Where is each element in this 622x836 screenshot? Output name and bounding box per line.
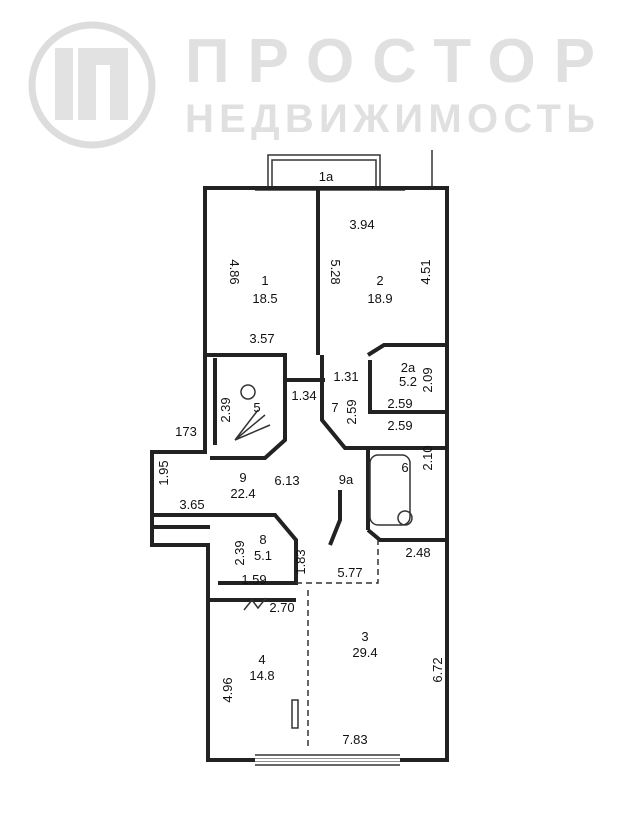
- room-4-dim: 2.70: [269, 600, 294, 615]
- room-9-dim: 1.95: [156, 460, 171, 485]
- room-3-dim: 5.77: [337, 565, 362, 580]
- watermark-logo: [28, 21, 156, 149]
- room-2a-dim: 2.09: [420, 367, 435, 392]
- interior-walls: [152, 188, 447, 750]
- window-bottom: [255, 754, 400, 766]
- room-9-dim: 6.13: [274, 473, 299, 488]
- room-5-dim: 1.34: [291, 388, 316, 403]
- room-6-number: 6: [401, 460, 408, 475]
- room-5-dim: 2.39: [218, 397, 233, 422]
- room-2-dim: 5.28: [328, 259, 343, 284]
- room-3-area: 29.4: [352, 645, 377, 660]
- room-4-dim: 4.96: [220, 677, 235, 702]
- watermark-line1: ПРОСТОР: [185, 27, 595, 96]
- balcony-number: 1a: [319, 169, 334, 184]
- room-3-dim: 7.83: [342, 732, 367, 747]
- room-7-dim: 2.59: [344, 399, 359, 424]
- room-7-dim: 1.31: [333, 369, 358, 384]
- room-2-number: 2: [376, 273, 383, 288]
- room-4-number: 4: [258, 652, 265, 667]
- room-3-dim: 6.72: [430, 657, 445, 682]
- room-6-dim: 2.59: [387, 418, 412, 433]
- room-1-dim: 4.86: [227, 259, 242, 284]
- outer-walls: [150, 186, 449, 762]
- room-7-number: 7: [331, 400, 338, 415]
- room-9a-number: 9a: [339, 472, 354, 487]
- room-2-dim: 3.94: [349, 217, 374, 232]
- room-8-number: 8: [259, 532, 266, 547]
- room-4-area: 14.8: [249, 668, 274, 683]
- room-9-number: 9: [239, 470, 246, 485]
- room-2a-dim: 2.59: [387, 396, 412, 411]
- room-8-dim: 1.59: [241, 572, 266, 587]
- room-1-number: 1: [261, 273, 268, 288]
- room-9-dim: 3.65: [179, 497, 204, 512]
- watermark-line2: НЕДВИЖИМОСТЬ: [185, 97, 595, 141]
- room-6-dim: 2.10: [420, 445, 435, 470]
- room-2a-number: 2a: [401, 360, 416, 375]
- room-2a-area: 5.2: [399, 374, 417, 389]
- room-1-dim: 3.57: [249, 331, 274, 346]
- room-8-area: 5.1: [254, 548, 272, 563]
- room-5-dim: 173: [175, 424, 197, 439]
- room-8-dim: 2.39: [232, 540, 247, 565]
- room-9-area: 22.4: [230, 486, 255, 501]
- room-2-area: 18.9: [367, 291, 392, 306]
- room-3-number: 3: [361, 629, 368, 644]
- room-1-area: 18.5: [252, 291, 277, 306]
- room-2-dim: 4.51: [418, 259, 433, 284]
- room-8-dim: 1.83: [293, 549, 308, 574]
- room-5-number: 5: [253, 400, 260, 415]
- room-3-dim: 2.48: [405, 545, 430, 560]
